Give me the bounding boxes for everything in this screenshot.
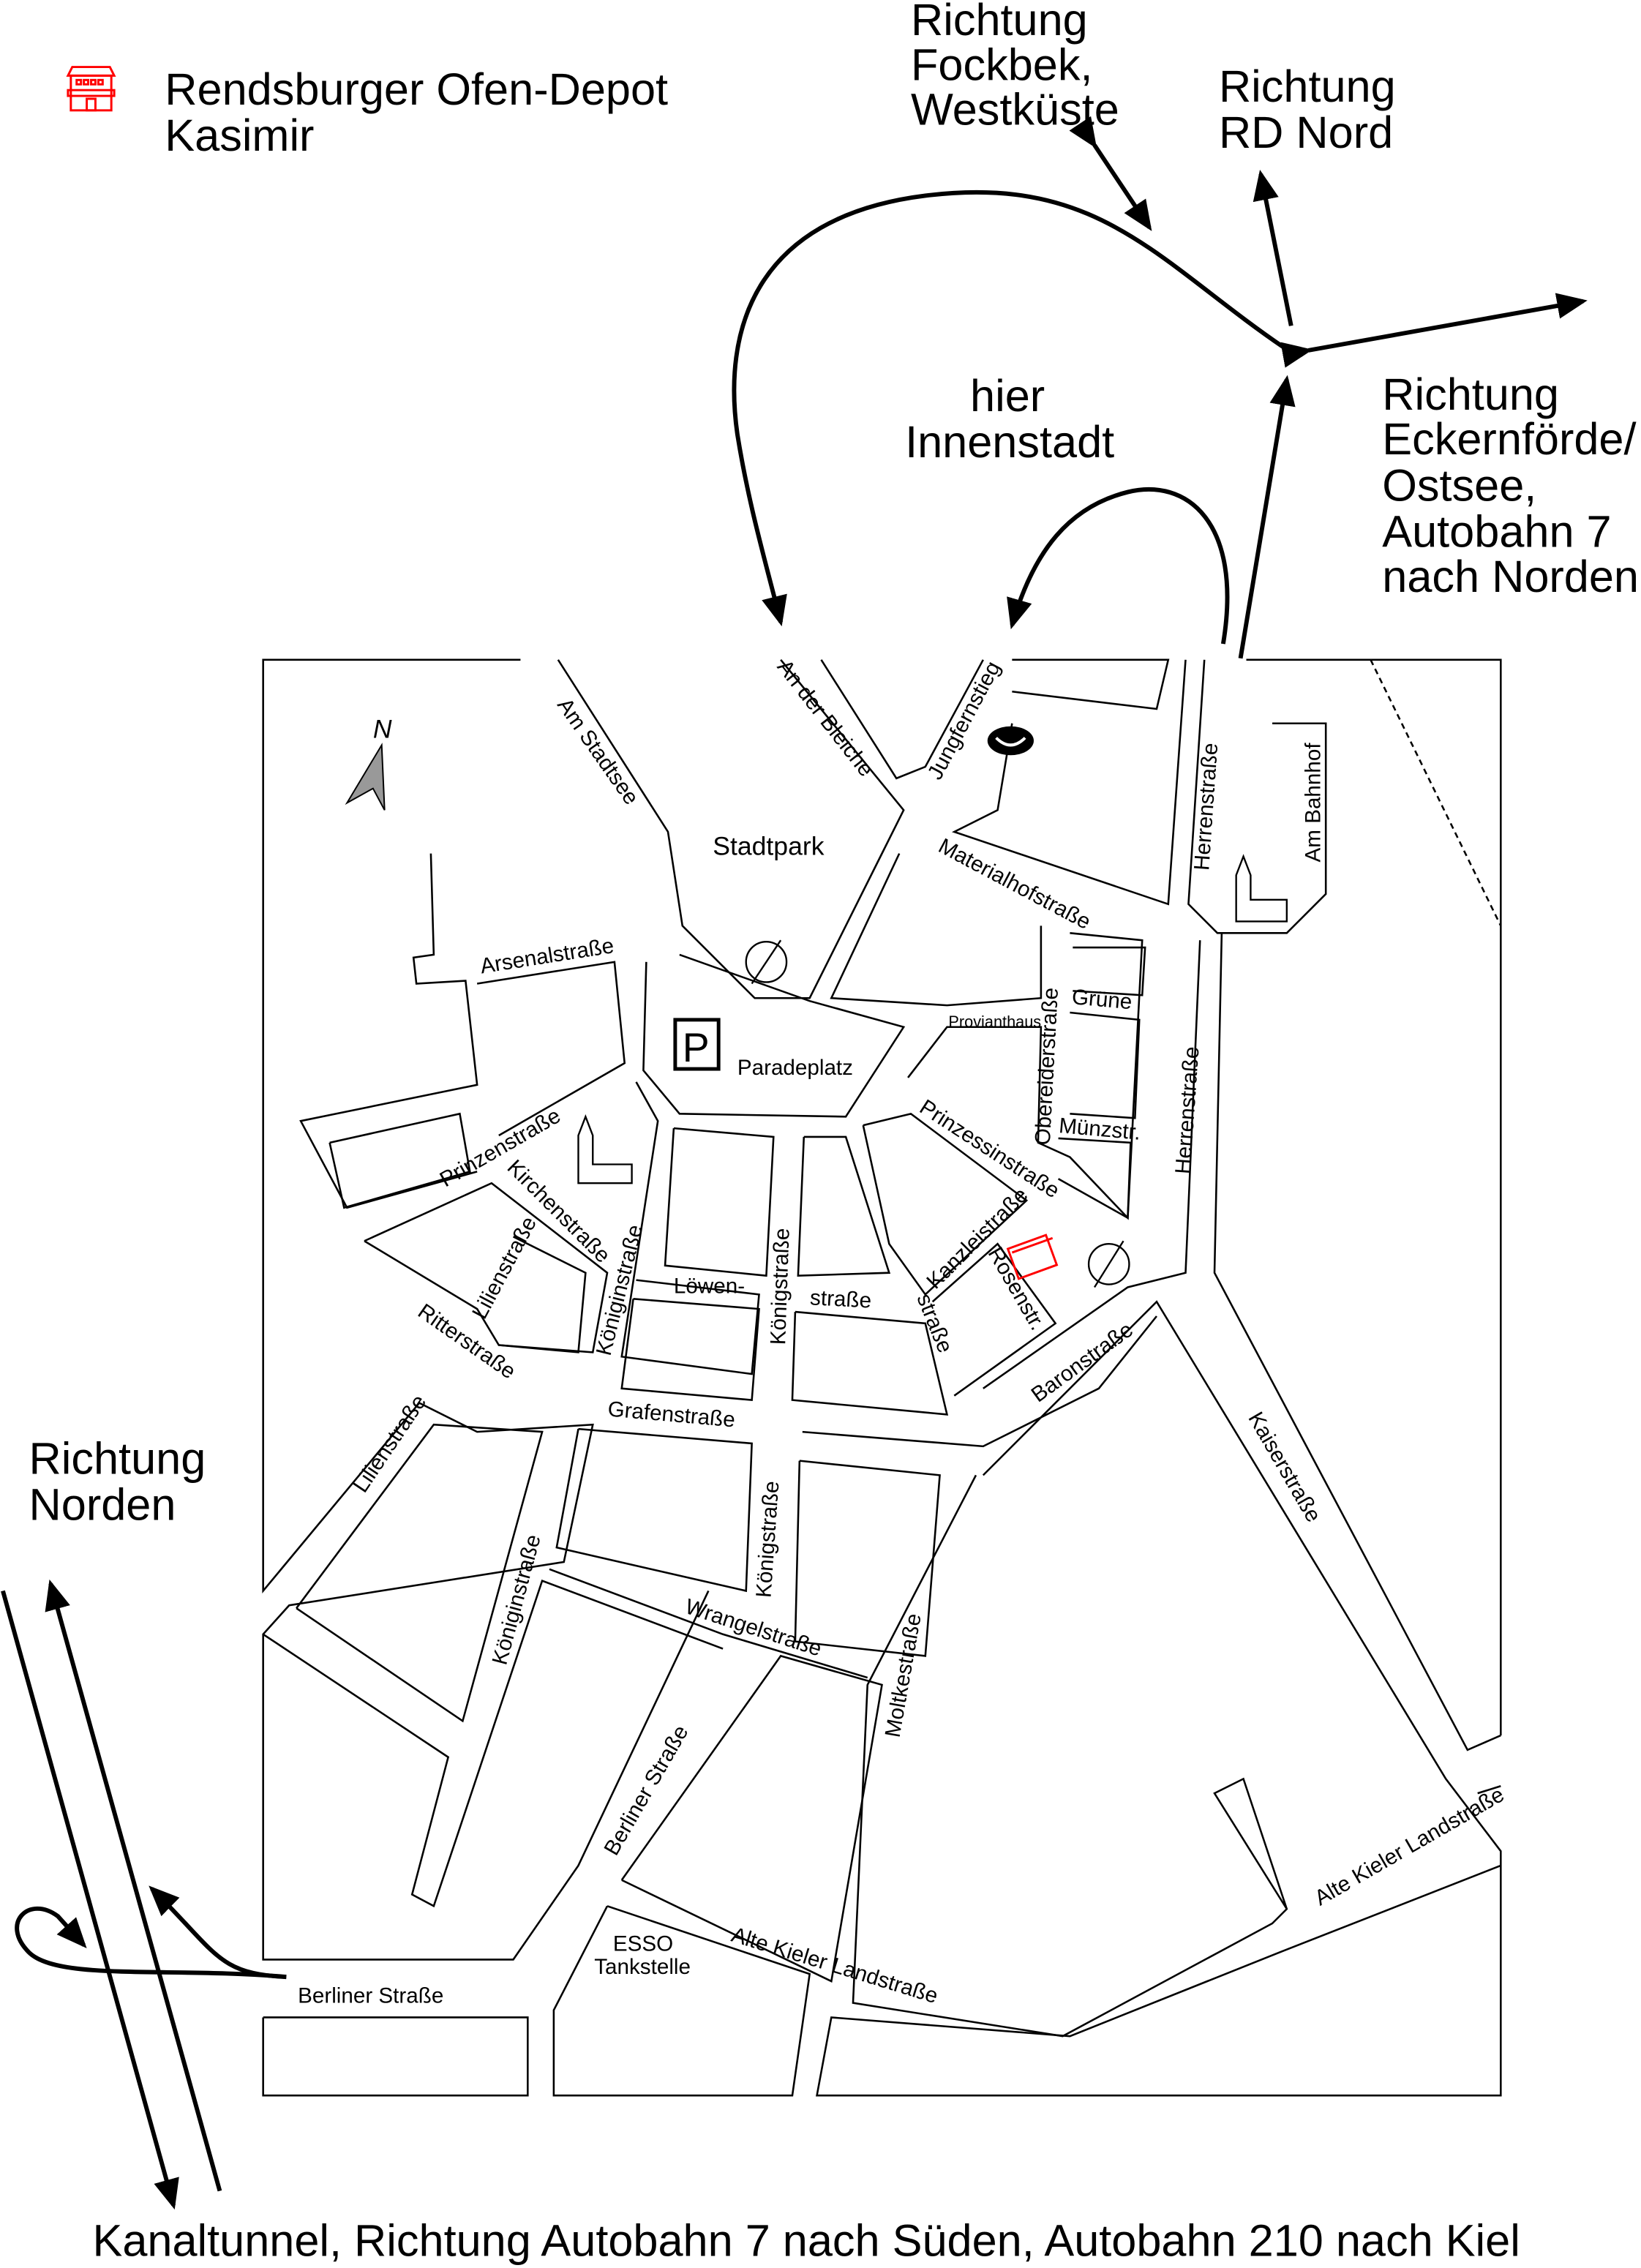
direction-rd-nord: Richtung RD Nord: [1219, 61, 1396, 157]
svg-text:Fockbek,: Fockbek,: [911, 40, 1093, 89]
svg-text:Norden: Norden: [29, 1480, 176, 1530]
shop-location-icon: [1006, 1233, 1059, 1280]
street-label: Löwen-: [674, 1274, 745, 1298]
label-paradeplatz: Paradeplatz: [737, 1056, 853, 1080]
svg-text:Richtung: Richtung: [911, 0, 1088, 45]
telephone-icon: [745, 939, 788, 985]
north-arrow: N: [345, 715, 392, 811]
shop-name-line1: Rendsburger Ofen-Depot: [165, 64, 668, 114]
parking-icon: P: [673, 1018, 721, 1071]
label-stadtpark: Stadtpark: [713, 832, 824, 861]
post-office-icon: [987, 726, 1034, 756]
street-label: Am Bahnhof: [1301, 743, 1325, 863]
svg-text:RD Nord: RD Nord: [1219, 108, 1393, 157]
direction-bottom: Kanaltunnel, Richtung Autobahn 7 nach Sü…: [92, 2216, 1520, 2266]
label-esso: ESSO: [613, 1932, 673, 1956]
label-provianthaus: Provianthaus: [948, 1013, 1041, 1031]
svg-text:N: N: [373, 715, 392, 744]
svg-text:Autobahn 7: Autobahn 7: [1382, 507, 1611, 557]
direction-eckernfoerde: Richtung Eckernförde/ Ostsee, Autobahn 7…: [1382, 369, 1639, 601]
direction-norden: Richtung Norden: [29, 1433, 206, 1529]
street-label: straße: [809, 1285, 872, 1313]
church-icon: [577, 854, 1288, 1184]
svg-text:Eckernförde/: Eckernförde/: [1382, 414, 1637, 464]
svg-text:P: P: [683, 1025, 710, 1070]
shop-building-icon: [66, 66, 116, 112]
direction-innenstadt: hier Innenstadt: [905, 371, 1114, 467]
svg-text:nach Norden: nach Norden: [1382, 552, 1639, 601]
svg-text:Richtung: Richtung: [1382, 369, 1559, 419]
svg-text:Ostsee,: Ostsee,: [1382, 460, 1536, 510]
direction-fockbek: Richtung Fockbek, Westküste: [911, 0, 1119, 135]
street-network: [262, 658, 1502, 2097]
street-label: Grüne: [1071, 985, 1133, 1014]
label-tankstelle: Tankstelle: [594, 1955, 691, 1979]
svg-text:Innenstadt: Innenstadt: [905, 417, 1114, 467]
route-arrows: [1, 116, 1588, 2210]
svg-text:Richtung: Richtung: [29, 1433, 206, 1483]
street-label: Berliner Straße: [298, 1984, 443, 2008]
telephone-icon: [1087, 1240, 1130, 1288]
svg-text:Richtung: Richtung: [1219, 61, 1396, 111]
svg-text:Westküste: Westküste: [911, 85, 1119, 135]
shop-name-line2: Kasimir: [165, 110, 314, 160]
svg-text:hier: hier: [970, 371, 1045, 421]
street-label: Königstraße: [766, 1228, 795, 1345]
